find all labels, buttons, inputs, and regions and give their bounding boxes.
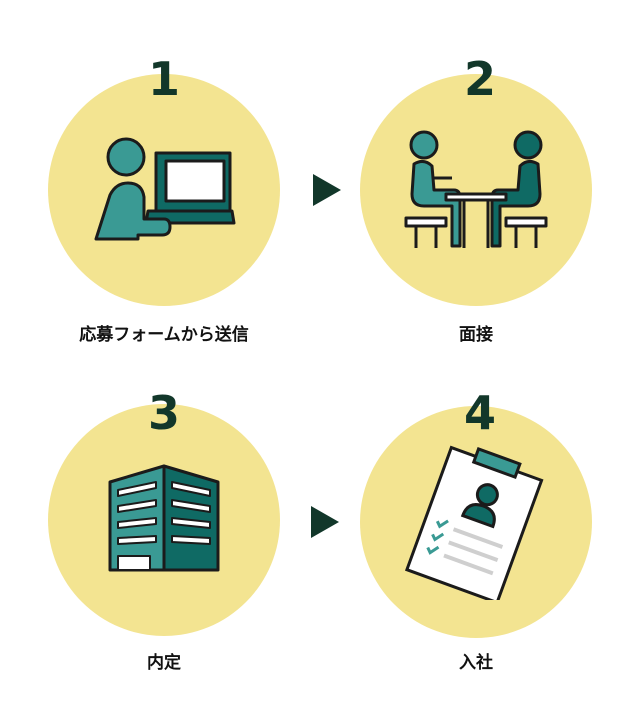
step-4-label: 入社 <box>459 653 493 673</box>
step-2-number: 2 <box>463 52 496 106</box>
step-2-label: 面接 <box>459 325 493 345</box>
arrow-right-icon <box>313 174 341 206</box>
step-4-number: 4 <box>463 386 496 440</box>
clipboard-resume-icon <box>404 445 544 600</box>
step-3-label: 内定 <box>147 653 181 673</box>
step-1-number: 1 <box>147 52 180 106</box>
step-3-number: 3 <box>147 386 180 440</box>
person-at-computer-icon <box>94 137 236 241</box>
interview-icon <box>404 130 548 248</box>
step-1-label: 応募フォームから送信 <box>79 325 249 345</box>
arrow-right-icon <box>311 506 339 538</box>
step-2-circle <box>360 74 592 306</box>
office-building-icon <box>108 464 220 572</box>
